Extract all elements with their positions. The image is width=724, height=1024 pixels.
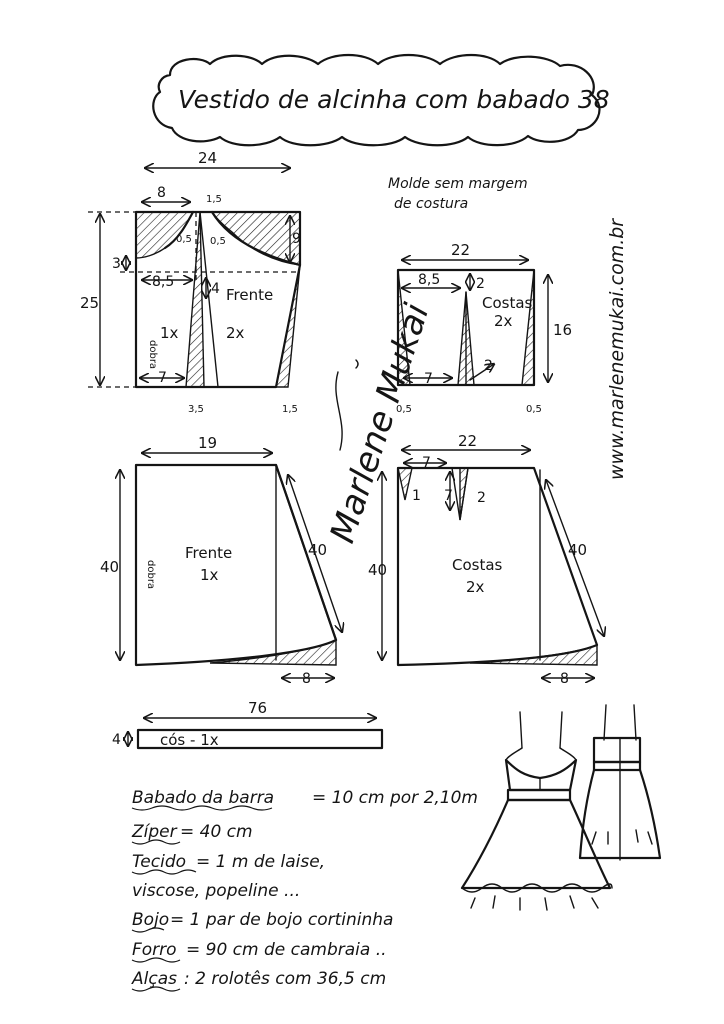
top-front-bottom-side: 1,5 <box>282 404 298 415</box>
top-front-width: 24 <box>198 149 217 167</box>
note-line-1: Molde sem margem <box>388 176 528 192</box>
skirt-back-flare: 8 <box>560 671 569 687</box>
top-front-left: 8 <box>157 185 166 201</box>
top-front-left-cut: 1x <box>160 324 179 342</box>
skirt-front-label: Frente <box>185 544 232 562</box>
material-value: : 2 rolotês com 36,5 cm <box>184 969 386 989</box>
material-value: = 10 cm por 2,10m <box>312 788 478 808</box>
skirt-back-dart-gap: 2 <box>477 490 486 506</box>
top-front-cut: 2x <box>226 324 245 342</box>
skirt-back-label: Costas <box>452 556 503 574</box>
skirt-back-width: 22 <box>458 432 477 450</box>
svg-text:Marlene Mukai: Marlene Mukai <box>323 298 438 547</box>
skirt-back-dart-depth: 7 <box>444 488 453 504</box>
material-value: viscose, popeline ... <box>132 881 300 901</box>
title-cloud: Vestido de alcinha com babado 38 <box>152 54 610 147</box>
skirt-back-piece: 22 7 7 2 1 40 40 8 Costas 2x <box>368 432 604 687</box>
top-back-bottom-a: 0,5 <box>396 404 412 415</box>
waistband-piece: 76 4 cós - 1x <box>112 699 384 750</box>
material-value: = 40 cm <box>180 822 253 842</box>
skirt-back-length: 40 <box>368 561 387 579</box>
top-front-bottom-left: 7 <box>158 370 167 386</box>
top-back-width: 22 <box>451 241 470 259</box>
top-front-height: 25 <box>80 294 99 312</box>
skirt-front-width: 19 <box>198 434 217 452</box>
materials-list: Babado da barra = 10 cm por 2,10m Zíper … <box>131 788 478 992</box>
material-label: Tecido <box>132 852 186 872</box>
top-back-bottom-b: 0,5 <box>526 404 542 415</box>
material-value: = 1 m de laise, <box>196 852 325 872</box>
top-front-fold: dobra <box>147 340 158 369</box>
top-back-piece: 22 16 8,5 2 Costas 2x 7 2 0,5 0,5 <box>396 241 572 415</box>
skirt-front-piece: 19 40 40 8 dobra Frente 1x <box>100 434 342 687</box>
signature: Marlene Mukai <box>323 298 438 547</box>
material-value: = 90 cm de cambraia .. <box>186 940 387 960</box>
skirt-front-flare: 8 <box>302 671 311 687</box>
skirt-front-side: 40 <box>308 541 327 559</box>
top-front-dart-a: 0,5 <box>176 234 192 245</box>
top-front-side-drop: 3 <box>112 256 121 272</box>
top-front-bottom-dart: 3,5 <box>188 404 204 415</box>
top-front-neck-offset: 1,5 <box>206 194 222 205</box>
waistband-length: 76 <box>248 699 267 717</box>
page-title: Vestido de alcinha com babado 38 <box>178 85 610 114</box>
top-front-strap-depth: 9 <box>292 231 301 247</box>
material-label: Alças <box>131 969 177 989</box>
skirt-front-length: 40 <box>100 558 119 576</box>
material-label: Zíper <box>131 822 178 842</box>
material-label: Babado da barra <box>132 788 274 808</box>
top-back-inner: 8,5 <box>418 272 440 288</box>
top-front-label: Frente <box>226 286 273 304</box>
waistband-height: 4 <box>112 732 121 748</box>
top-front-dart-b: 0,5 <box>210 236 226 247</box>
note-line-2: de costura <box>394 196 468 212</box>
top-back-dart-top: 2 <box>476 276 485 292</box>
skirt-back-side: 40 <box>568 541 587 559</box>
top-front-dart-len: 4 <box>211 281 220 297</box>
top-front-piece: 24 25 8 1,5 0,5 0,5 9 3 8,5 4 dobra 1x F… <box>80 149 302 415</box>
skirt-back-dart-top: 7 <box>422 455 431 471</box>
top-front-inner-width: 8,5 <box>152 274 174 290</box>
skirt-back-waist-drop: 1 <box>412 488 421 504</box>
skirt-front-cut: 1x <box>200 566 219 584</box>
top-back-bottom-left: 7 <box>424 371 433 387</box>
top-back-height: 16 <box>553 321 572 339</box>
top-back-cut: 2x <box>494 312 513 330</box>
material-label: Bojo <box>132 910 169 930</box>
skirt-front-fold: dobra <box>145 560 156 589</box>
dress-back-illustration <box>578 704 662 861</box>
skirt-back-cut: 2x <box>466 578 485 596</box>
material-value: = 1 par de bojo cortininha <box>170 910 393 930</box>
top-back-label: Costas <box>482 294 533 312</box>
top-back-dart-side: 2 <box>484 358 493 374</box>
website-text: www.marlenemukai.com.br <box>606 218 628 480</box>
dress-front-illustration <box>460 711 613 911</box>
waistband-label: cós - 1x <box>160 731 219 749</box>
material-label: Forro <box>132 940 177 960</box>
